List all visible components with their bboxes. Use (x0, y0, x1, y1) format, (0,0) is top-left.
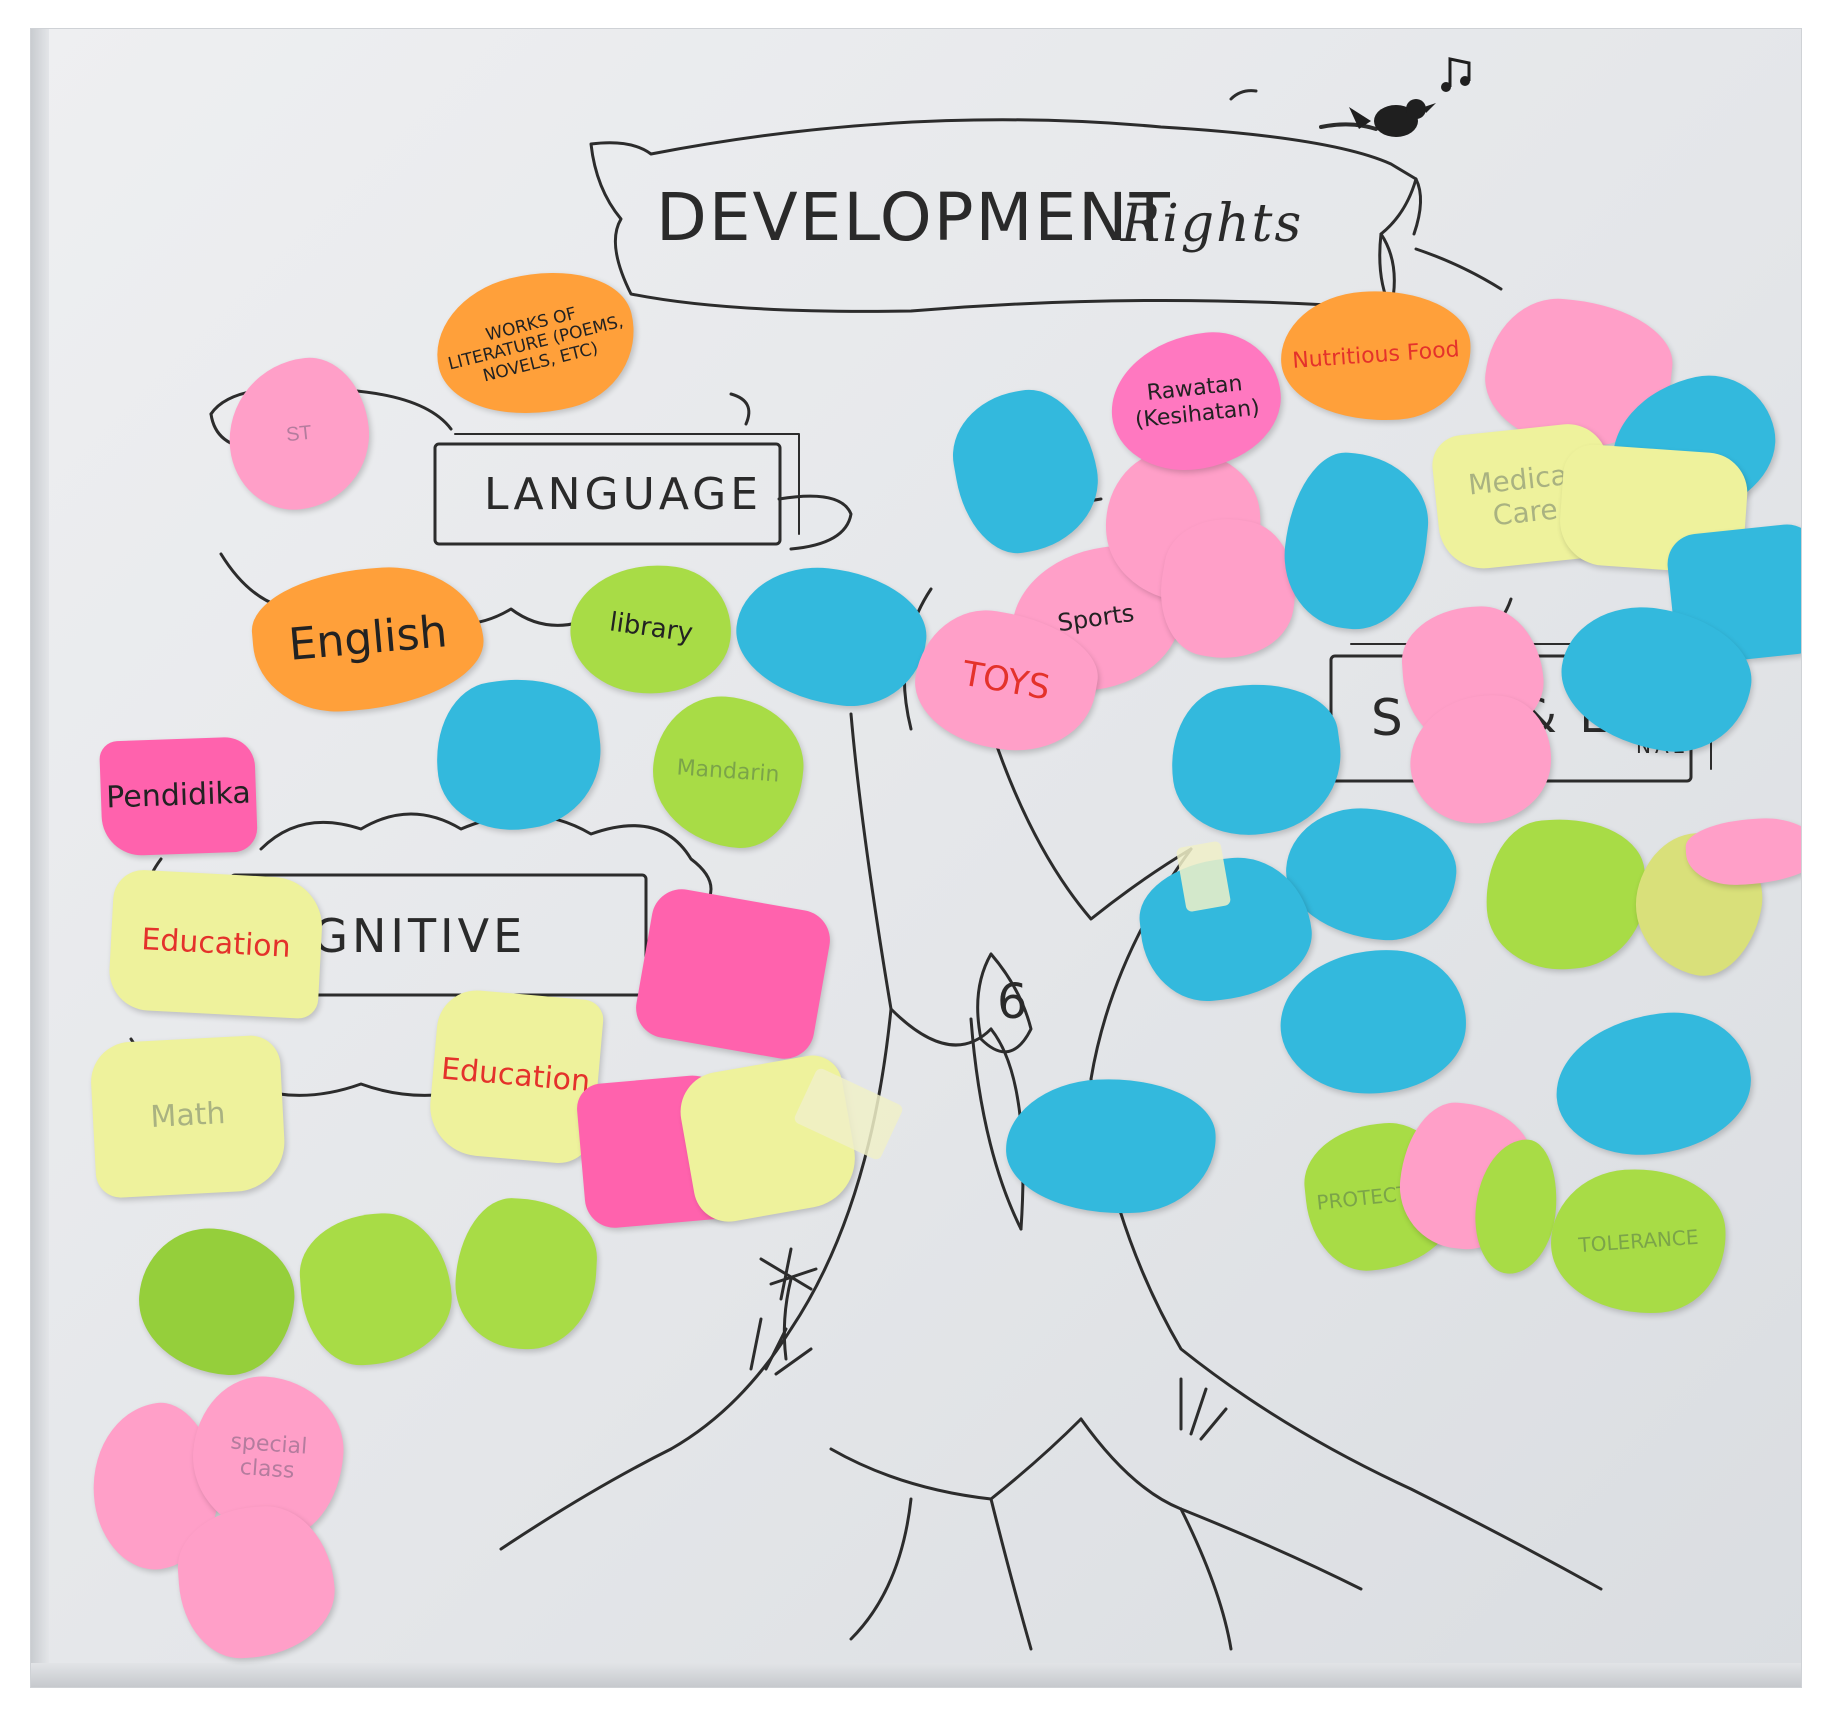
title-development: DEVELOPMENT (656, 179, 1172, 256)
rawatan-text: Rawatan (Kesihatan) (1133, 371, 1261, 433)
mandarin-text: Mandarin (675, 755, 781, 788)
nutritious-food-text: Nutritious Food (1291, 337, 1461, 375)
sticky-note-education-left: Education (107, 868, 325, 1020)
tolerance-text: TOLERANCE (1577, 1224, 1700, 1258)
music-note-icon (1441, 57, 1471, 92)
title-banner (589, 118, 1418, 313)
language-label: LANGUAGE (484, 469, 763, 520)
sticky-note-hotpink-center-1 (631, 884, 835, 1064)
pendidikan-text: Pendidika (105, 775, 252, 816)
bird-icon (1349, 99, 1436, 137)
whiteboard-photo: DEVELOPMENT Rights LANGUAGE COGNITIVE S … (30, 28, 1802, 1688)
sports-text: Sports (1055, 598, 1136, 638)
math-text: Math (149, 1096, 227, 1136)
photo-bottom-edge (31, 1663, 1801, 1687)
education-left-text: Education (140, 921, 292, 965)
sticky-note-education-center: Education (426, 987, 605, 1166)
toys-text: TOYS (959, 653, 1053, 709)
works-of-literature-text: WORKS OF LITERATURE (POEMS, NOVELS, ETC) (446, 303, 626, 387)
special-class-text: special class (229, 1429, 309, 1484)
education-center-text: Education (439, 1051, 592, 1100)
photo-left-edge (31, 29, 49, 1687)
library-text: library (607, 607, 695, 649)
title-rights: Rights (1121, 194, 1304, 254)
tree-number-label: 6 (997, 974, 1032, 1030)
social-label-part1: S (1371, 689, 1407, 747)
sticky-note-pendidikan: Pendidika (99, 736, 258, 857)
english-text: English (286, 605, 450, 671)
sticky-note-math: Math (89, 1034, 287, 1199)
language-box (433, 442, 782, 546)
